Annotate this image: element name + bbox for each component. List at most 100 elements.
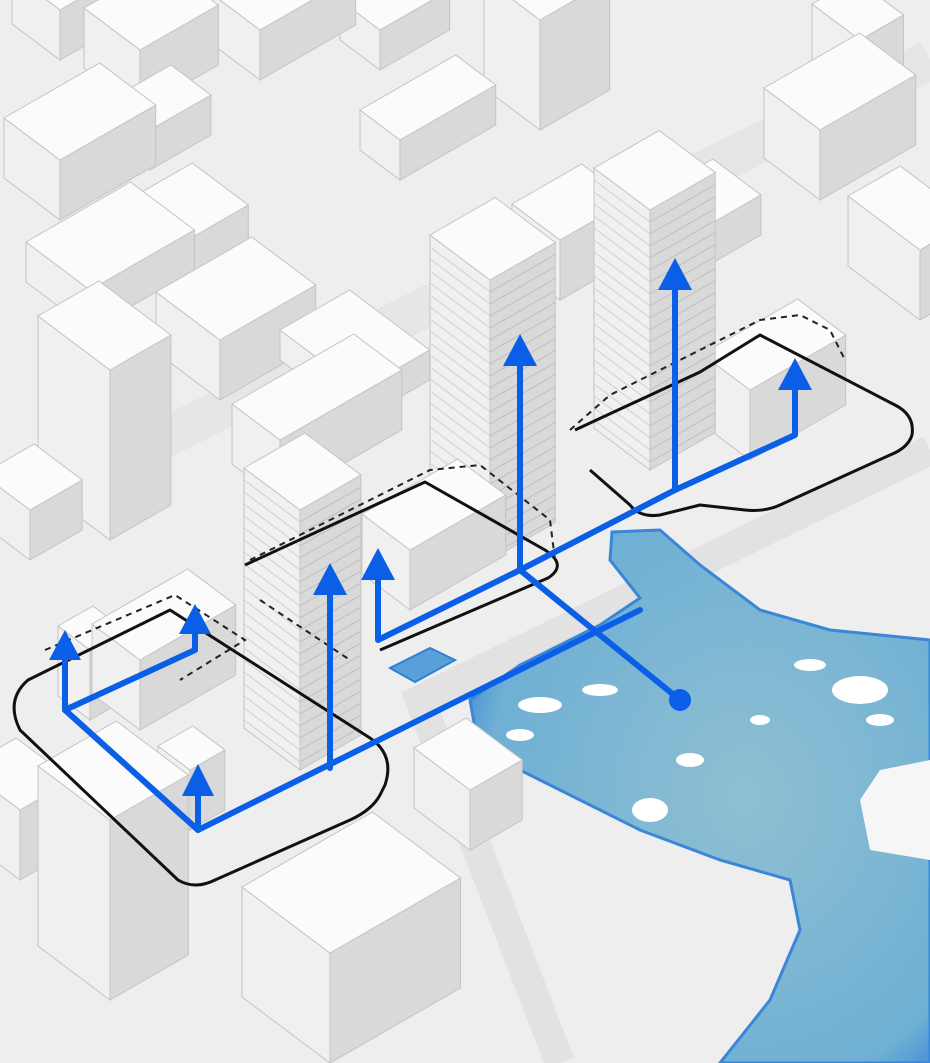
circulation-water-link [517, 567, 683, 703]
facade-floor-line [429, 390, 491, 437]
building-roof [241, 811, 462, 954]
building-roof [763, 32, 917, 131]
circulation-upper-spine [375, 382, 798, 643]
facade-floor-line [649, 388, 716, 427]
water-islands [506, 659, 930, 860]
facade-floor-line [243, 647, 301, 691]
facade-floor-line [243, 695, 301, 739]
arrow-up-icon [179, 604, 211, 634]
circulation-diagram [62, 282, 798, 833]
facade-floor-line [299, 486, 362, 523]
facade-floor-line [593, 371, 651, 415]
building [413, 717, 524, 851]
facade-floor-line [593, 407, 651, 451]
facade-floor-line [489, 314, 556, 353]
facade-floor-line [593, 179, 651, 223]
building-roof [359, 54, 497, 141]
facade-floor-line [649, 220, 716, 259]
pool [387, 646, 458, 684]
island [794, 659, 826, 671]
facade-floor-line [243, 659, 301, 703]
building [0, 443, 84, 561]
plot-outline-west [12, 608, 390, 887]
facade-floor-line [649, 316, 716, 355]
building [483, 0, 611, 131]
facade-floor-line [649, 196, 716, 235]
facade-floor-line [299, 522, 362, 559]
facade-floor-line [649, 232, 716, 271]
facade-floor-line [593, 299, 651, 343]
facade-floor-line [489, 266, 556, 305]
facade-floor-line [243, 491, 301, 535]
island [832, 676, 888, 704]
building [763, 32, 917, 201]
circulation-arrowheads [49, 258, 812, 796]
arrow-up-icon [182, 764, 214, 796]
facade-floor-line [429, 402, 491, 449]
building-roof [25, 181, 196, 291]
building-roof [361, 458, 507, 551]
building-right-face [919, 243, 930, 321]
building [37, 720, 190, 1001]
facade-floor-line [243, 719, 301, 763]
facade-floor-line [429, 414, 491, 461]
facade-floor-line [593, 335, 651, 379]
tower-outlines-dashed [44, 313, 846, 681]
building [847, 165, 930, 321]
facade-floor-line [593, 251, 651, 295]
facade-floor-line [649, 412, 716, 451]
site-plot-outlines [12, 333, 914, 887]
building-roof [847, 165, 930, 251]
facade-floor-line [649, 400, 716, 439]
building-roof [593, 129, 717, 211]
building-roof [83, 0, 220, 51]
building-roof [37, 720, 190, 821]
facade-floor-line [243, 635, 301, 679]
facade-floor-line [429, 270, 491, 317]
building-roof [243, 432, 362, 511]
facade-floor-line [593, 347, 651, 391]
building-right-face [539, 0, 611, 131]
facade-floor-line [243, 683, 301, 727]
facade-floor-line [593, 191, 651, 235]
island [632, 798, 668, 822]
facade-floor-line [243, 707, 301, 751]
arrow-up-icon [778, 358, 812, 390]
facade-floor-line [649, 292, 716, 331]
facade-floor-line [243, 599, 301, 643]
facade-floor-line [593, 311, 651, 355]
facade-floor-line [649, 328, 716, 367]
building-roof [3, 62, 157, 161]
facade-floor-line [429, 258, 491, 305]
facade-floor-line [489, 254, 556, 293]
facade-floor-line [593, 323, 651, 367]
arrow-up-icon [313, 563, 347, 595]
facade-floor-line [243, 671, 301, 715]
facade-floor-line [243, 623, 301, 667]
building [211, 0, 357, 81]
island [866, 714, 894, 726]
facade-floor-line [593, 287, 651, 331]
facade-floor-line [429, 330, 491, 377]
facade-floor-line [649, 352, 716, 391]
facade-floor-line [429, 282, 491, 329]
island [518, 697, 562, 713]
building-roof [219, 0, 314, 31]
arrow-up-icon [49, 630, 81, 660]
building-right-face [259, 0, 357, 81]
building-roof [155, 236, 317, 341]
facade-floor-line [243, 575, 301, 619]
facade-floor-line [649, 424, 716, 463]
facade-floor-line [429, 354, 491, 401]
building-roof [37, 280, 172, 371]
facade-floor-line [649, 184, 716, 223]
facade-floor-line [429, 342, 491, 389]
facade-floor-line [489, 290, 556, 329]
facade-floor-line [649, 280, 716, 319]
arrow-up-icon [361, 548, 395, 580]
facade-floor-line [649, 244, 716, 283]
podium-center [361, 458, 507, 611]
facade-floor-line [593, 215, 651, 259]
